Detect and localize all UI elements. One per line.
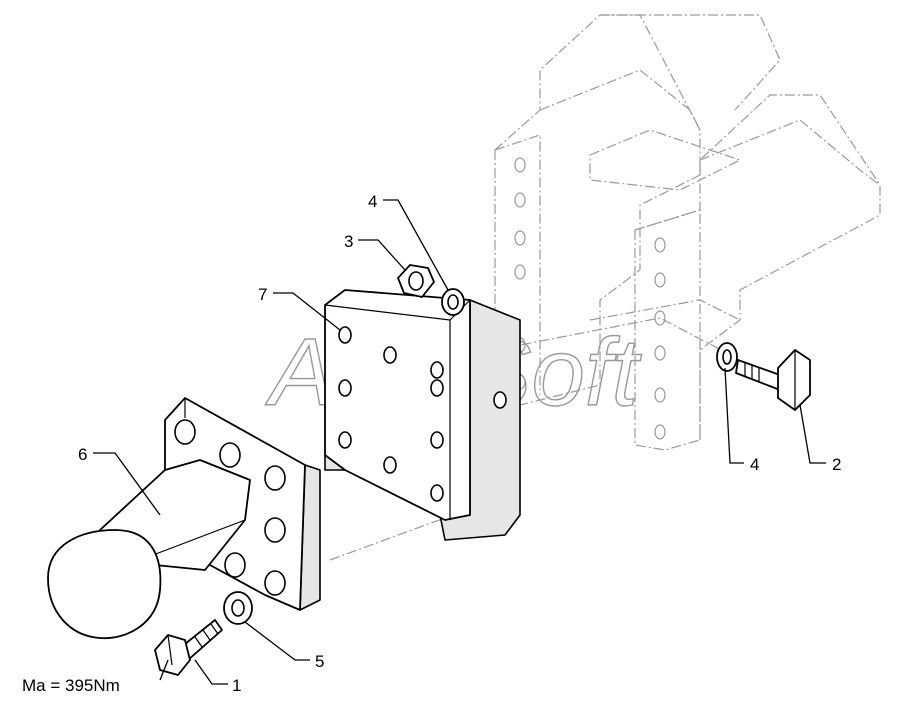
callout-4-top: 4	[368, 192, 377, 211]
callout-5: 5	[315, 652, 324, 671]
tow-hitch-part-6	[47, 397, 321, 639]
bolt-part-1	[154, 619, 223, 676]
callout-1: 1	[232, 676, 241, 695]
washer-part-4-top	[441, 288, 465, 316]
callout-2: 2	[832, 455, 841, 474]
callout-3: 3	[344, 232, 353, 251]
torque-note: Ma = 395Nm	[22, 676, 120, 695]
bolt-part-2	[735, 349, 811, 411]
leader-lines	[93, 199, 826, 685]
callout-6: 6	[78, 445, 87, 464]
callout-7: 7	[258, 285, 267, 304]
washer-part-4-right	[716, 342, 738, 372]
nut-part-3	[397, 264, 435, 298]
callout-4-right: 4	[750, 455, 759, 474]
mounting-plate-part-7	[324, 289, 521, 541]
washer-part-5	[223, 591, 253, 625]
